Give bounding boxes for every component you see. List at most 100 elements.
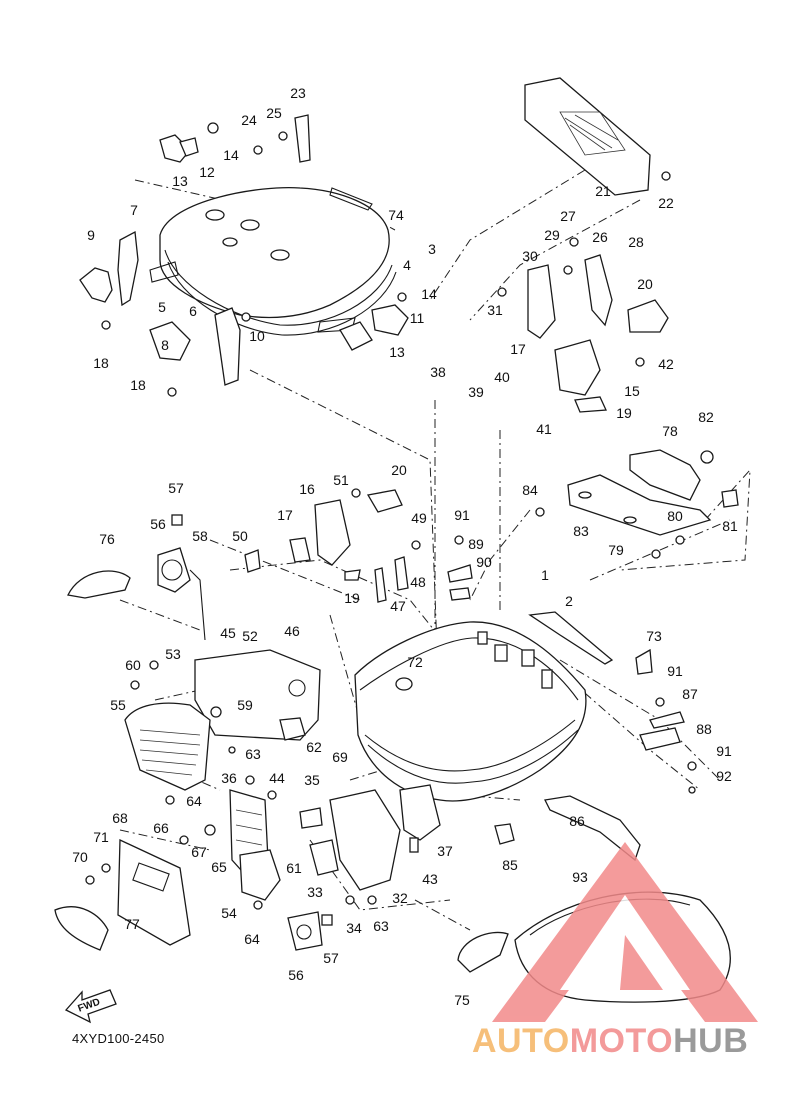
watermark-logo-triangle — [492, 842, 758, 1022]
callout-c5: 5 — [158, 299, 166, 315]
callout-c31: 31 — [487, 302, 503, 318]
callout-c14a: 14 — [223, 147, 239, 163]
callout-c91a: 91 — [454, 507, 470, 523]
callout-c73: 73 — [646, 628, 662, 644]
middle-brackets — [244, 488, 473, 603]
callout-c70: 70 — [72, 849, 88, 865]
callout-c74: 74 — [388, 207, 404, 223]
callout-c66: 66 — [153, 820, 169, 836]
callout-c4: 4 — [403, 257, 411, 273]
callout-c50: 50 — [232, 528, 248, 544]
callout-c53: 53 — [165, 646, 181, 662]
callout-c62: 62 — [306, 739, 322, 755]
callout-c18a: 18 — [93, 355, 109, 371]
watermark-text-moto: MOTO — [569, 1022, 674, 1060]
callout-c17b: 17 — [277, 507, 293, 523]
callout-c6: 6 — [189, 303, 197, 319]
right-hinge-parts — [497, 237, 669, 413]
callout-c57b: 57 — [323, 950, 339, 966]
trim-covers — [67, 570, 509, 973]
callout-c56b: 56 — [288, 967, 304, 983]
callout-c93: 93 — [572, 869, 588, 885]
callout-c24: 24 — [241, 112, 257, 128]
trunk-lid-assembly — [149, 186, 397, 336]
callout-c14b: 14 — [421, 286, 437, 302]
callout-c88: 88 — [696, 721, 712, 737]
callout-c26: 26 — [592, 229, 608, 245]
callout-c25: 25 — [266, 105, 282, 121]
callout-c44: 44 — [269, 770, 285, 786]
callout-c91c: 91 — [716, 743, 732, 759]
watermark-text-hub: HUB — [673, 1022, 749, 1060]
callout-c3: 3 — [428, 241, 436, 257]
callout-c78: 78 — [662, 423, 678, 439]
callout-c33: 33 — [307, 884, 323, 900]
callout-c84: 84 — [522, 482, 538, 498]
callout-c92: 92 — [716, 768, 732, 784]
callout-c51: 51 — [333, 472, 349, 488]
callout-c59: 59 — [237, 697, 253, 713]
callout-c22: 22 — [658, 195, 674, 211]
callout-c27: 27 — [560, 208, 576, 224]
forward-arrow: FWD — [64, 989, 117, 1024]
callout-c57a: 57 — [168, 480, 184, 496]
callout-c23: 23 — [290, 85, 306, 101]
callout-c61: 61 — [286, 860, 302, 876]
callout-c16: 16 — [299, 481, 315, 497]
callout-c19b: 19 — [344, 590, 360, 606]
diagram-reference-code: 4XYD100-2450 — [72, 1031, 165, 1046]
callout-c56a: 56 — [150, 516, 166, 532]
callout-c17a: 17 — [510, 341, 526, 357]
callout-c30: 30 — [522, 248, 538, 264]
lower-left-parts — [54, 795, 216, 951]
callout-c37: 37 — [437, 843, 453, 859]
callout-c28: 28 — [628, 234, 644, 250]
callout-c75: 75 — [454, 992, 470, 1008]
callout-c48: 48 — [410, 574, 426, 590]
callout-c52: 52 — [242, 628, 258, 644]
lid-latch-brackets — [339, 292, 409, 351]
callout-c42: 42 — [658, 356, 674, 372]
callout-c72: 72 — [407, 654, 423, 670]
callout-c12: 12 — [199, 164, 215, 180]
lower-middle-parts — [228, 746, 441, 951]
callout-c85: 85 — [502, 857, 518, 873]
callout-c69: 69 — [332, 749, 348, 765]
callout-c34: 34 — [346, 920, 362, 936]
callout-c55: 55 — [110, 697, 126, 713]
callout-c64a: 64 — [186, 793, 202, 809]
callout-c77: 77 — [124, 916, 140, 932]
callout-c91b: 91 — [667, 663, 683, 679]
top-rail-assembly — [535, 449, 739, 559]
callout-c68: 68 — [112, 810, 128, 826]
callout-c19a: 19 — [616, 405, 632, 421]
callout-c46: 46 — [284, 623, 300, 639]
reflector-assembly — [524, 77, 671, 196]
callout-c87: 87 — [682, 686, 698, 702]
left-side-panels — [124, 649, 321, 791]
callout-c39: 39 — [468, 384, 484, 400]
callout-c35: 35 — [304, 772, 320, 788]
callout-c45: 45 — [220, 625, 236, 641]
watermark-text-auto: AUTO — [472, 1022, 570, 1060]
callout-c82: 82 — [698, 409, 714, 425]
callout-c81: 81 — [722, 518, 738, 534]
callout-c13a: 13 — [172, 173, 188, 189]
lid-hinge-parts — [79, 114, 311, 397]
callout-c58: 58 — [192, 528, 208, 544]
callout-c7: 7 — [130, 202, 138, 218]
callout-c11: 11 — [410, 310, 425, 326]
callout-c36: 36 — [221, 770, 237, 786]
right-brackets — [544, 648, 697, 862]
callout-c15: 15 — [624, 383, 640, 399]
callout-c60: 60 — [125, 657, 141, 673]
callout-c63b: 63 — [373, 918, 389, 934]
callout-c63a: 63 — [245, 746, 261, 762]
callout-c32: 32 — [392, 890, 408, 906]
callout-c40: 40 — [494, 369, 510, 385]
callout-c89: 89 — [468, 536, 484, 552]
callout-c90: 90 — [476, 554, 492, 570]
speaker-upper — [157, 514, 206, 641]
